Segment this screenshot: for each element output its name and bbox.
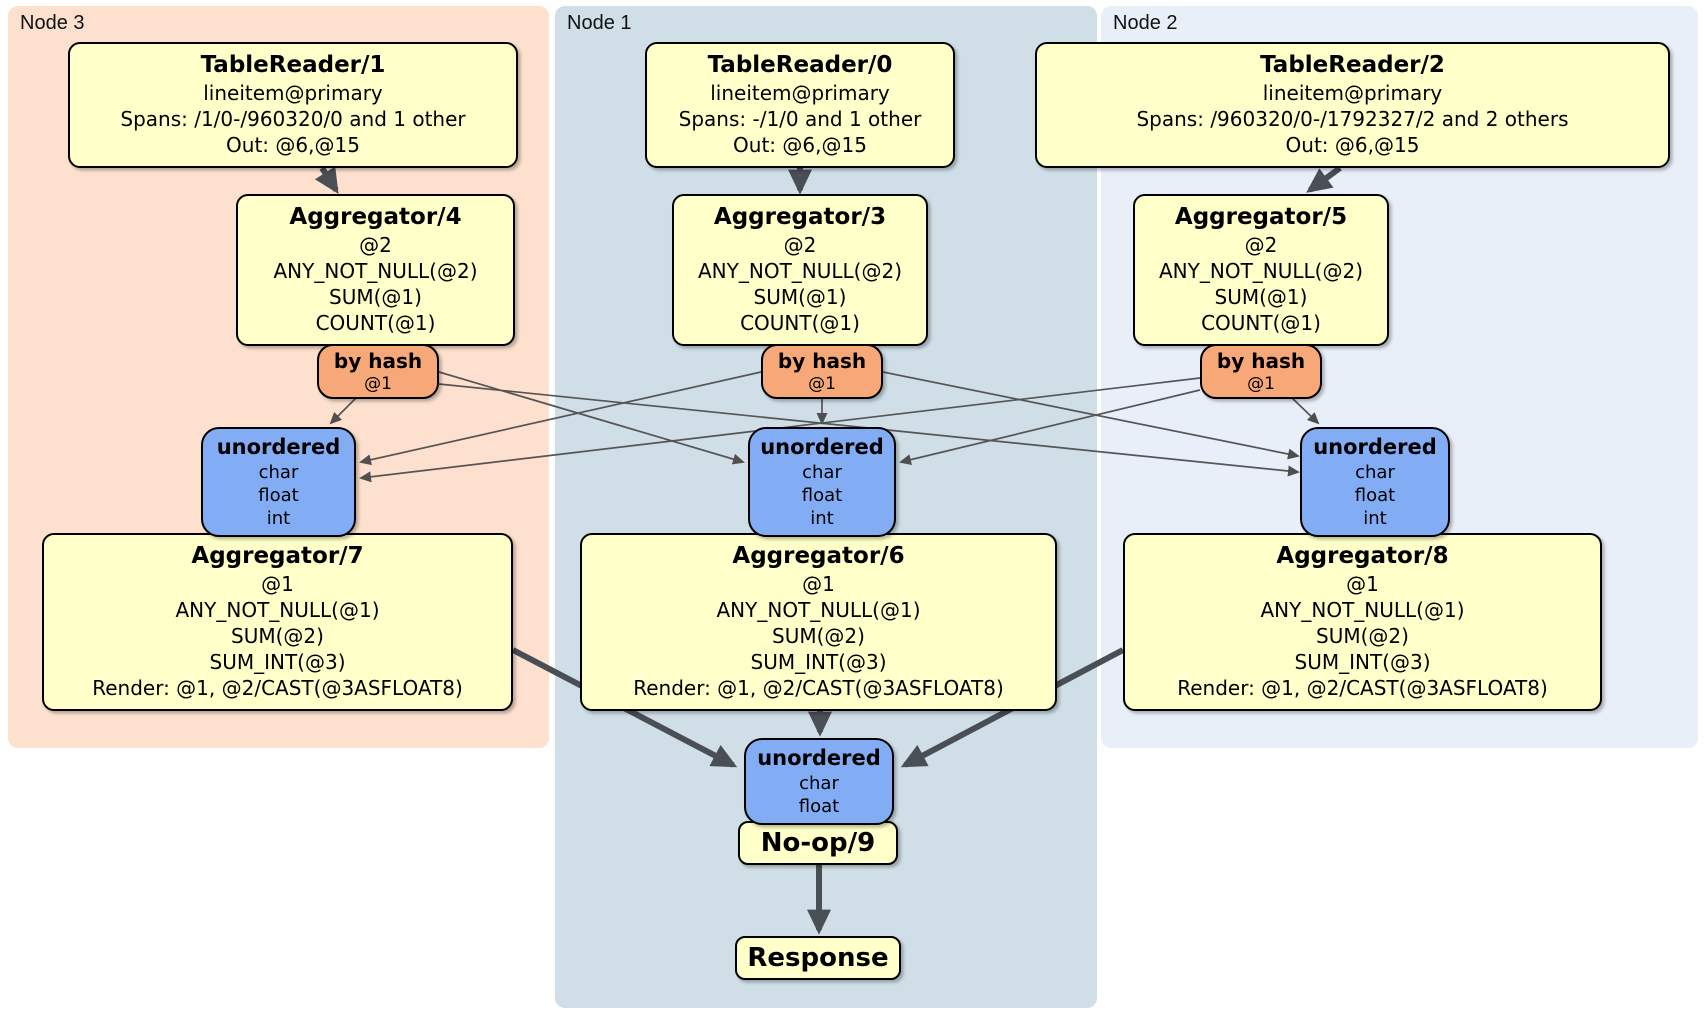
processor-detail: lineitem@primary — [710, 81, 890, 105]
processor-detail: @2 — [359, 233, 392, 257]
processor-detail: @1 — [1346, 572, 1379, 596]
router-key: @1 — [1247, 374, 1275, 394]
processor-detail: lineitem@primary — [203, 81, 383, 105]
sync-column: char — [802, 462, 842, 483]
sync-title: unordered — [1313, 435, 1437, 459]
processor-detail: ANY_NOT_NULL(@2) — [273, 259, 478, 283]
router-key: @1 — [364, 374, 392, 394]
sync-title: unordered — [216, 435, 341, 459]
response-node: Response — [735, 936, 901, 980]
processor-detail: COUNT(@1) — [315, 311, 436, 335]
processor-aggregator-5: Aggregator/5 @2 ANY_NOT_NULL(@2) SUM(@1)… — [1133, 194, 1389, 346]
sync-column: int — [266, 508, 291, 529]
processor-title: Aggregator/6 — [732, 543, 905, 569]
processor-detail: COUNT(@1) — [1201, 311, 1321, 335]
router-byhash-node3: by hash @1 — [317, 344, 439, 399]
processor-aggregator-3: Aggregator/3 @2 ANY_NOT_NULL(@2) SUM(@1)… — [672, 194, 928, 346]
processor-detail: COUNT(@1) — [740, 311, 860, 335]
processor-detail: ANY_NOT_NULL(@1) — [175, 598, 380, 622]
processor-aggregator-8: Aggregator/8 @1 ANY_NOT_NULL(@1) SUM(@2)… — [1123, 533, 1602, 711]
processor-aggregator-4: Aggregator/4 @2 ANY_NOT_NULL(@2) SUM(@1)… — [236, 194, 515, 346]
processor-detail: Spans: /1/0-/960320/0 and 1 other — [120, 107, 466, 131]
processor-detail: Out: @6,@15 — [1285, 133, 1420, 157]
processor-aggregator-7: Aggregator/7 @1 ANY_NOT_NULL(@1) SUM(@2)… — [42, 533, 513, 711]
sync-column: char — [258, 462, 299, 483]
edge-tablereader1-aggregator4 — [314, 166, 339, 195]
processor-title: Aggregator/3 — [713, 204, 887, 230]
processor-title: TableReader/0 — [707, 52, 893, 78]
sync-column: float — [798, 796, 840, 817]
router-title: by hash — [1216, 349, 1306, 373]
processor-detail: ANY_NOT_NULL(@2) — [1159, 259, 1363, 283]
processor-detail: lineitem@primary — [1262, 81, 1443, 105]
edge-byhash2-sync2 — [1289, 395, 1320, 425]
processor-title: Aggregator/8 — [1276, 543, 1449, 569]
edge-byhash2-sync1 — [899, 389, 1201, 466]
sync-unordered-node1: unordered char float int — [748, 427, 896, 537]
sync-title: unordered — [757, 746, 881, 770]
edge-byhash3-sync3 — [329, 395, 359, 425]
sync-column: int — [810, 508, 834, 529]
processor-detail: SUM_INT(@3) — [750, 650, 887, 674]
processor-detail: ANY_NOT_NULL(@2) — [698, 259, 902, 283]
edge-byhash1-sync3 — [359, 371, 762, 466]
processor-detail: Spans: -/1/0 and 1 other — [678, 107, 922, 131]
processor-detail: Spans: /960320/0-/1792327/2 and 2 others — [1136, 107, 1569, 131]
node3-label: Node 3 — [20, 12, 85, 34]
processor-detail: @2 — [783, 233, 817, 257]
processor-detail: Render: @1, @2/CAST(@3ASFLOAT8) — [633, 676, 1004, 700]
router-key: @1 — [808, 374, 836, 394]
sync-unordered-node2: unordered char float int — [1300, 427, 1450, 537]
processor-detail: Out: @6,@15 — [226, 133, 360, 157]
router-title: by hash — [333, 349, 423, 373]
processor-tablereader-2: TableReader/2 lineitem@primary Spans: /9… — [1035, 42, 1670, 168]
processor-title: Aggregator/7 — [191, 543, 364, 569]
processor-detail: ANY_NOT_NULL(@1) — [1260, 598, 1465, 622]
processor-title: Aggregator/4 — [289, 204, 462, 230]
sync-column: float — [801, 485, 843, 506]
processor-detail: SUM(@1) — [753, 285, 847, 309]
edge-byhash3-sync1 — [438, 371, 745, 465]
edge-byhash1-sync2 — [882, 371, 1300, 460]
sync-title: unordered — [760, 435, 884, 459]
processor-title: TableReader/2 — [1260, 52, 1445, 78]
processor-noop-9: No-op/9 — [738, 821, 898, 865]
processor-detail: SUM(@2) — [231, 624, 324, 648]
router-byhash-node2: by hash @1 — [1200, 344, 1322, 399]
processor-detail: SUM(@2) — [1316, 624, 1409, 648]
processor-detail: Render: @1, @2/CAST(@3ASFLOAT8) — [92, 676, 463, 700]
router-byhash-node1: by hash @1 — [761, 344, 883, 399]
processor-detail: SUM_INT(@3) — [209, 650, 346, 674]
edge-tablereader2-aggregator5 — [1306, 165, 1342, 193]
processor-detail: @1 — [261, 572, 294, 596]
sync-column: char — [1355, 462, 1395, 483]
sync-column: float — [258, 485, 299, 506]
processor-title: TableReader/1 — [200, 52, 386, 78]
processor-detail: @2 — [1244, 233, 1278, 257]
processor-tablereader-1: TableReader/1 lineitem@primary Spans: /1… — [68, 42, 518, 168]
processor-detail: SUM(@1) — [329, 285, 422, 309]
sync-unordered-node3: unordered char float int — [201, 427, 356, 537]
processor-aggregator-6: Aggregator/6 @1 ANY_NOT_NULL(@1) SUM(@2)… — [580, 533, 1057, 711]
sync-column: int — [1363, 508, 1387, 529]
processor-title: Response — [747, 943, 889, 973]
node2-label: Node 2 — [1113, 12, 1178, 34]
processor-detail: SUM(@2) — [772, 624, 865, 648]
sync-column: char — [799, 773, 839, 794]
processor-detail: Render: @1, @2/CAST(@3ASFLOAT8) — [1177, 676, 1548, 700]
processor-detail: ANY_NOT_NULL(@1) — [716, 598, 921, 622]
processor-title: No-op/9 — [760, 828, 876, 858]
sync-column: float — [1354, 485, 1396, 506]
node1-label: Node 1 — [567, 12, 632, 34]
processor-tablereader-0: TableReader/0 lineitem@primary Spans: -/… — [645, 42, 955, 168]
processor-title: Aggregator/5 — [1174, 204, 1348, 230]
processor-detail: Out: @6,@15 — [733, 133, 867, 157]
sync-unordered-final: unordered char float — [744, 738, 894, 825]
router-title: by hash — [777, 349, 867, 373]
processor-detail: @1 — [802, 572, 835, 596]
processor-detail: SUM(@1) — [1214, 285, 1308, 309]
processor-detail: SUM_INT(@3) — [1294, 650, 1431, 674]
